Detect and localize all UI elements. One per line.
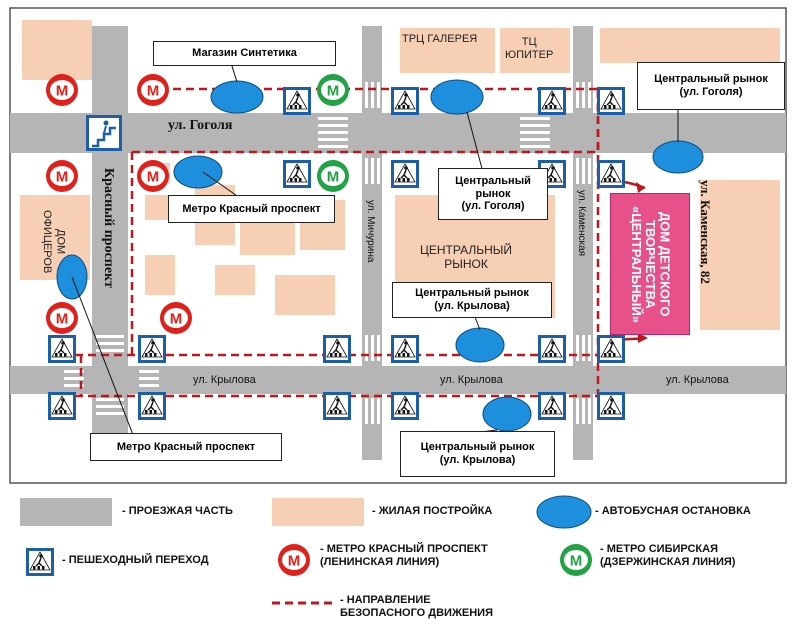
legend-house-label: - ЖИЛАЯ ПОСТРОЙКА [372,505,493,517]
pedestrian-crossing-icon [138,392,166,420]
legend-route-label: - НАПРАВЛЕНИЕ БЕЗОПАСНОГО ДВИЖЕНИЯ [340,594,493,619]
legend-road-label: - ПРОЕЗЖАЯ ЧАСТЬ [122,505,233,517]
target-building: ДОМ ДЕТСКОГО ТВОРЧЕСТВА «ЦЕНТРАЛЬНЫЙ» [610,193,690,335]
stop-label-metro-krasny-top: Метро Красный проспект [168,195,335,223]
stop-label-central-krylova-top: Центральный рынок (ул. Крылова) [392,282,552,318]
metro-letter: М [327,169,340,186]
building-galereya: ТРЦ ГАЛЕРЕЯ [402,33,478,45]
route-arrow-head [636,182,645,193]
pedestrian-crossing-icon [538,87,566,115]
metro-m-icon: М [317,160,349,192]
street-gogolya: ул. Гоголя [168,118,233,133]
metro-m-icon: М [46,302,78,334]
legend-crossing-label: - ПЕШЕХОДНЫЙ ПЕРЕХОД [62,554,209,566]
pedestrian-crossing-icon [48,335,76,363]
building-central-market: ЦЕНТРАЛЬНЫЙ РЫНОК [420,243,513,272]
pedestrian-crossing-icon [48,392,76,420]
pedestrian-crossing-icon [391,392,419,420]
pedestrian-crossing-icon [597,392,625,420]
metro-m-icon: М [46,160,78,192]
pedestrian-crossing-icon [283,160,311,188]
metro-m-icon: М [137,160,169,192]
route-arrow-head [638,333,648,343]
street-michurina: ул. Мичурина [365,200,376,263]
metro-letter: М [147,83,160,100]
legend-metro-red-label: - МЕТРО КРАСНЫЙ ПРОСПЕКТ (ЛЕНИНСКАЯ ЛИНИ… [320,543,488,568]
metro-m-icon: М [160,302,192,334]
pedestrian-crossing-icon [391,87,419,115]
stop-label-metro-krasny-bottom: Метро Красный проспект [90,433,282,461]
metro-letter: М [170,311,183,328]
legend-bus-stop-label: - АВТОБУСНАЯ ОСТАНОВКА [595,505,751,517]
building-dom-oficerov: ДОМ ОФИЦЕРОВ [41,210,67,274]
metro-m-icon: М [317,74,349,106]
metro-m-icon: М [137,74,169,106]
stop-label-central-krylova-bottom: Центральный рынок (ул. Крылова) [400,431,555,477]
stop-label-central-gogolya-mid: Центральный рынок (ул. Гоголя) [438,168,548,220]
zebra-markings [64,82,591,424]
metro-letter: М [147,169,160,186]
pedestrian-crossing-icon [391,335,419,363]
pedestrian-crossing-icon [597,87,625,115]
street-krylova-left: ул. Крылова [193,374,256,386]
underpass-icon [86,115,122,151]
pedestrian-crossing-icon [538,392,566,420]
pedestrian-crossing-icon [323,335,351,363]
street-krylova-mid: ул. Крылова [440,374,503,386]
street-kamenskaya: ул. Каменская [576,190,587,257]
street-krylova-right: ул. Крылова [666,374,729,386]
metro-letter: М [56,311,69,328]
bus-stops [56,79,704,432]
stop-label-sintetika: Магазин Синтетика [153,41,336,66]
pedestrian-crossing-icon [597,335,625,363]
building-jupiter: ТЦ ЮПИТЕР [505,36,554,62]
map-icons: М М М М М М М М [46,74,625,420]
stop-label-central-gogolya-right: Центральный рынок (ул. Гоголя) [637,62,785,110]
pedestrian-crossing-icon [138,335,166,363]
pedestrian-crossing-icon [391,160,419,188]
metro-letter: М [327,83,340,100]
pedestrian-crossing-icon [538,335,566,363]
metro-letter: М [56,83,69,100]
street-kamenskaya-82: ул. Каменская, 82 [698,180,713,284]
legend-metro-green-label: - МЕТРО СИБИРСКАЯ (ДЗЕРЖИНСКАЯ ЛИНИЯ) [600,543,736,568]
street-krasny: Красный проспект [101,168,116,289]
pedestrian-crossing-icon [283,87,311,115]
pedestrian-crossing-icon [323,392,351,420]
pedestrian-crossing-icon [597,160,625,188]
metro-letter: М [56,169,69,186]
metro-m-icon: М [46,74,78,106]
